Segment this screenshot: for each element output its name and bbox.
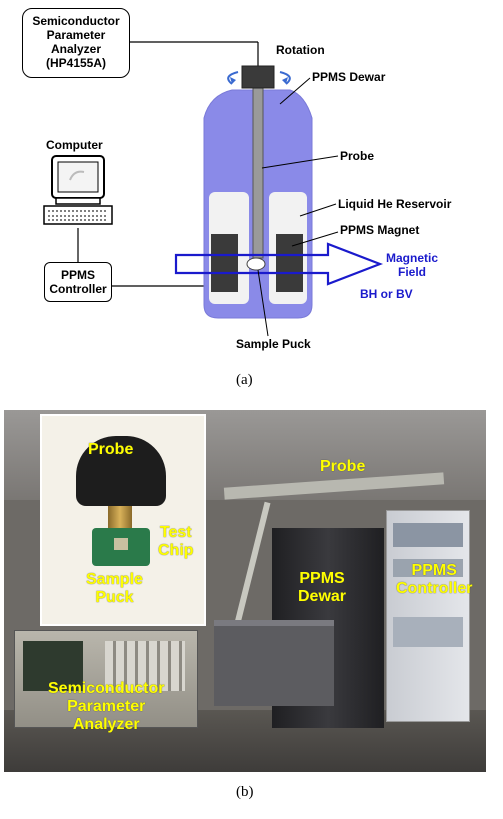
reservoir-label: Liquid He Reservoir [338, 197, 452, 211]
magnetic-field-label: Magnetic Field [386, 251, 438, 279]
photo-controller-line-1: PPMS [411, 562, 457, 579]
inset-sample-puck-line-1: Sample [86, 571, 143, 588]
inset-probe-label: Probe [88, 441, 134, 458]
computer-icon [43, 155, 113, 225]
controller-line-1: PPMS [60, 268, 95, 282]
inset-test-chip-line-1: Test [159, 524, 192, 541]
analyzer-line-1: Semiconductor [32, 14, 120, 28]
inset-photo [40, 414, 206, 626]
lab-photo [4, 410, 486, 772]
magnet-label: PPMS Magnet [340, 223, 420, 237]
analyzer-line-2: Parameter [46, 28, 106, 42]
controller-box: PPMS Controller [44, 262, 112, 302]
magnetic-field-line-2: Field [397, 265, 426, 279]
photo-analyzer-line-3: Analyzer [72, 716, 140, 733]
magnetic-field-arrow [174, 242, 384, 286]
inset-test-chip-line-2: Chip [158, 542, 194, 559]
photo-analyzer-label: Semiconductor Parameter Analyzer [48, 680, 164, 734]
rotation-arrow-left [227, 71, 239, 85]
field-components-label: BH or BV [360, 287, 413, 301]
analyzer-line-3: Analyzer [50, 42, 102, 56]
sample-puck-label: Sample Puck [236, 337, 311, 351]
rotation-label: Rotation [276, 43, 325, 57]
photo-controller-shape [386, 510, 470, 722]
photo-analyzer-line-2: Parameter [67, 698, 146, 715]
rotation-head [241, 65, 275, 89]
analyzer-box: Semiconductor Parameter Analyzer (HP4155… [22, 8, 130, 78]
photo-dewar-line-2: Dewar [298, 588, 347, 605]
caption-b: (b) [236, 784, 254, 800]
photo-analyzer-shape [14, 630, 198, 728]
computer-label: Computer [46, 138, 103, 152]
photo-controller-label: PPMS Controller [396, 562, 472, 598]
dewar-label: PPMS Dewar [312, 70, 386, 84]
probe-rod [252, 87, 264, 259]
photo-probe-label: Probe [320, 458, 366, 475]
photo-dewar-label: PPMS Dewar [298, 570, 346, 606]
controller-line-2: Controller [49, 282, 107, 296]
inset-sample-puck-label: Sample Puck [86, 571, 143, 607]
rotation-arrow-right [279, 71, 291, 85]
schematic-diagram [43, 41, 384, 337]
inset-sample-puck-line-2: Puck [95, 589, 134, 606]
magnet-left [211, 234, 238, 292]
caption-a: (a) [236, 372, 253, 388]
probe-label: Probe [340, 149, 375, 163]
photo-analyzer-line-1: Semiconductor [48, 680, 165, 697]
photo-dewar-line-1: PPMS [299, 570, 345, 587]
magnetic-field-line-1: Magnetic [386, 251, 439, 265]
magnet-right [276, 234, 303, 292]
sample-puck-shape [246, 257, 266, 271]
photo-controller-line-2: Controller [396, 580, 473, 597]
inset-test-chip-label: Test Chip [158, 524, 194, 560]
analyzer-line-4: (HP4155A) [45, 56, 107, 70]
